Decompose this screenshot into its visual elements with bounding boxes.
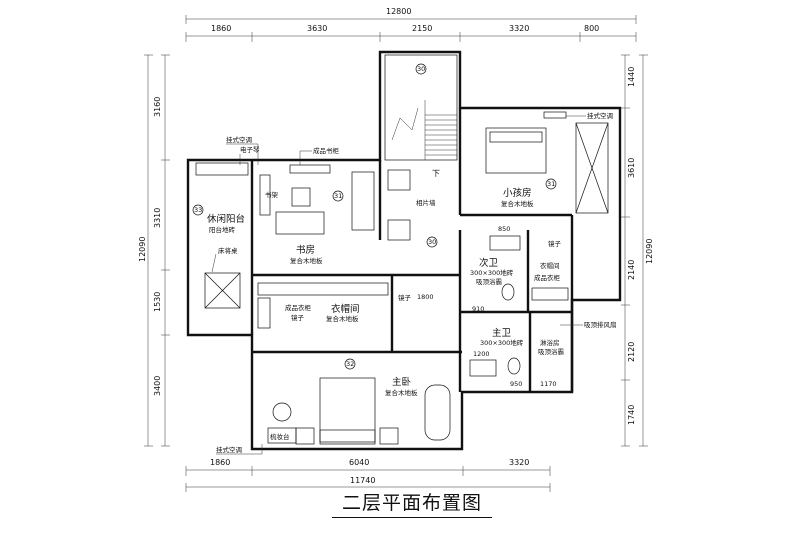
- dresser-label: 梳妆台: [270, 432, 290, 441]
- child-room: 小孩房 复合木地板 挂式空调: [485, 111, 613, 208]
- elev-marker-2: 30: [417, 65, 425, 73]
- room-study: 书房: [296, 244, 315, 256]
- dim-right-total: 12090: [645, 239, 654, 264]
- wardrobe-label-1: 成品衣柜: [285, 303, 312, 312]
- room-shower: 淋浴房: [540, 338, 560, 347]
- dim-top-5: 800: [584, 24, 599, 33]
- room-leisure-balcony: 休闲阳台: [207, 213, 245, 225]
- chess-table-label: 床将桌: [218, 246, 238, 255]
- staircase: 下: [384, 54, 458, 178]
- dim-top-3: 2150: [412, 24, 432, 33]
- dim-right-1: 1440: [627, 67, 636, 87]
- stair-down-label: 下: [432, 169, 440, 178]
- second-bath: 850 次卫 300×300地砖 吸顶浴霸 910 镜子: [470, 225, 562, 313]
- exhaust-fan-label: 吸顶排风扇: [584, 320, 617, 329]
- dim-right-5: 1740: [627, 405, 636, 425]
- leisure-balcony: 休闲阳台 阳台地砖 床将桌: [195, 162, 249, 309]
- dim-right-4: 2120: [627, 342, 636, 362]
- room-cloakroom-floor: 复合木地板: [326, 314, 359, 323]
- right-balcony-unit: [575, 122, 609, 214]
- bookcase-label: 成品书柜: [313, 146, 340, 155]
- wall-ac-label-2: 挂式空调: [587, 111, 613, 120]
- dim-top-1: 1860: [211, 24, 231, 33]
- room-master-bath-floor: 300×300地砖: [480, 338, 524, 347]
- dim-inner-950: 950: [510, 380, 522, 388]
- dim-bottom-1: 1860: [210, 458, 230, 467]
- study: 书房 复合木地板 书架: [259, 164, 375, 265]
- dim-right-2: 3610: [627, 158, 636, 178]
- elev-marker-3: 30: [428, 238, 436, 246]
- dim-bottom-3: 3320: [509, 458, 529, 467]
- dim-top-4: 3320: [509, 24, 529, 33]
- master-bath: 主卫 300×300地砖 1200 950 淋浴房 吸顶浴霸 1170 吸顶排风…: [469, 320, 617, 388]
- piano-label: 电子琴: [240, 145, 260, 154]
- plan-title: 二层平面布置图: [332, 491, 492, 518]
- cloak-wardrobe: 衣帽间 成品衣柜: [531, 261, 569, 301]
- walls: [186, 50, 622, 451]
- dim-inner-1200: 1200: [473, 350, 490, 358]
- room-child-floor: 复合木地板: [501, 199, 534, 208]
- mirror-label-3: 镜子: [398, 293, 412, 302]
- hall: 相片墙: [387, 169, 436, 241]
- dim-inner-910: 910: [472, 305, 484, 313]
- mirror-label-2: 镜子: [291, 313, 305, 322]
- photo-wall-label: 相片墙: [416, 198, 436, 207]
- dim-bottom-total: 11740: [350, 476, 375, 485]
- room-second-bath-ceiling: 吸顶浴霸: [476, 277, 502, 286]
- wardrobe-label-2: 成品衣柜: [534, 273, 561, 282]
- dim-left-total: 12090: [138, 237, 147, 262]
- dim-inner-1800: 1800: [417, 293, 434, 301]
- bookshelf-label: 书架: [265, 190, 279, 199]
- room-master-bedroom: 主卧: [392, 376, 412, 388]
- master-bedroom: 主卧 复合木地板 梳妆台 挂式空调: [216, 376, 451, 455]
- elev-marker-4: 31: [547, 180, 555, 188]
- room-master-bedroom-floor: 复合木地板: [385, 388, 418, 397]
- elevation-markers: 31 30 30 31 32 33: [192, 63, 557, 370]
- dim-left-4: 3400: [153, 376, 162, 396]
- dim-inner-1170: 1170: [540, 380, 557, 388]
- room-study-floor: 复合木地板: [290, 256, 323, 265]
- dim-right-3: 2140: [627, 260, 636, 280]
- mirror-label-1: 镜子: [548, 239, 562, 248]
- elev-marker-1: 31: [334, 192, 342, 200]
- dim-top-2: 3630: [307, 24, 327, 33]
- room-cloakroom: 衣帽间: [331, 303, 360, 315]
- room-shower-ceiling: 吸顶浴霸: [538, 347, 564, 356]
- dim-left-2: 3310: [153, 208, 162, 228]
- room-master-bath: 主卫: [492, 327, 512, 339]
- elev-marker-6: 33: [194, 206, 202, 214]
- dimension-lines: 12800 1860 3630 2150 3320 800 1860 6040 …: [138, 7, 654, 492]
- elev-marker-5: 32: [346, 360, 354, 368]
- room-second-bath: 次卫: [479, 257, 499, 269]
- dim-inner-850: 850: [498, 225, 510, 233]
- dim-left-3: 1530: [153, 292, 162, 312]
- room-second-bath-floor: 300×300地砖: [470, 268, 514, 277]
- cloak-wardrobe-label: 衣帽间: [540, 261, 560, 270]
- cloakroom: 衣帽间 复合木地板 成品衣柜 镜子 镜子 1800: [257, 282, 434, 329]
- room-child: 小孩房: [503, 187, 532, 199]
- wall-ac-label-3: 挂式空调: [216, 445, 242, 454]
- study-annotations: 挂式空调 电子琴 成品书柜: [226, 135, 340, 165]
- dim-top-total: 12800: [386, 7, 411, 16]
- dim-left-1: 3160: [153, 97, 162, 117]
- wall-ac-label-1: 挂式空调: [226, 135, 252, 144]
- room-leisure-balcony-floor: 阳台地砖: [209, 225, 236, 234]
- dim-bottom-2: 6040: [349, 458, 369, 467]
